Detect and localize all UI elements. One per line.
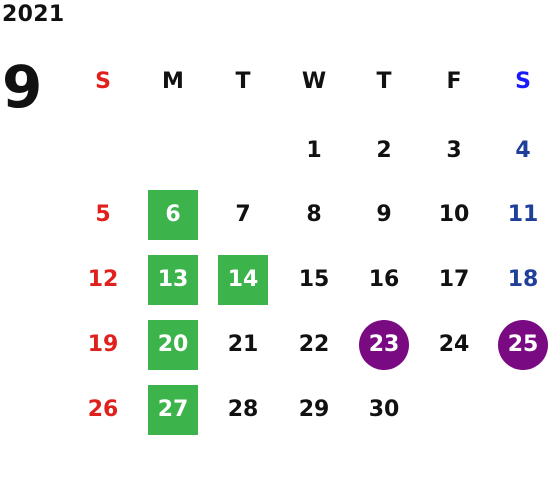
calendar-day[interactable]: 14 bbox=[218, 255, 268, 305]
calendar-day[interactable]: 25 bbox=[498, 320, 548, 370]
calendar-day[interactable]: 6 bbox=[148, 190, 198, 240]
weekday-label: T bbox=[235, 68, 251, 94]
calendar-day[interactable]: 3 bbox=[446, 138, 462, 163]
calendar-day[interactable]: 21 bbox=[227, 332, 259, 357]
calendar-day[interactable]: 4 bbox=[515, 138, 531, 163]
calendar-day[interactable]: 27 bbox=[148, 385, 198, 435]
calendar-day[interactable]: 26 bbox=[87, 397, 119, 422]
calendar-day[interactable]: 5 bbox=[95, 202, 111, 227]
calendar-day[interactable]: 23 bbox=[359, 320, 409, 370]
calendar-day[interactable]: 1 bbox=[306, 138, 322, 163]
calendar-day[interactable]: 20 bbox=[148, 320, 198, 370]
month-number: 9 bbox=[2, 53, 43, 121]
calendar-day[interactable]: 7 bbox=[235, 202, 251, 227]
calendar-day[interactable]: 17 bbox=[438, 267, 470, 292]
calendar-day[interactable]: 15 bbox=[298, 267, 330, 292]
weekday-label: S bbox=[515, 68, 531, 94]
weekday-label: S bbox=[95, 68, 111, 94]
calendar-day[interactable]: 30 bbox=[368, 397, 400, 422]
calendar-day[interactable]: 9 bbox=[376, 202, 392, 227]
calendar-day[interactable]: 10 bbox=[438, 202, 470, 227]
calendar-day[interactable]: 28 bbox=[227, 397, 259, 422]
weekday-label: M bbox=[162, 68, 184, 94]
calendar-day[interactable]: 12 bbox=[87, 267, 119, 292]
calendar-day[interactable]: 24 bbox=[438, 332, 470, 357]
calendar-day[interactable]: 16 bbox=[368, 267, 400, 292]
weekday-label: F bbox=[446, 68, 462, 94]
weekday-label: W bbox=[301, 68, 327, 94]
calendar-day[interactable]: 18 bbox=[507, 267, 539, 292]
calendar-day[interactable]: 19 bbox=[87, 332, 119, 357]
calendar-day[interactable]: 11 bbox=[507, 202, 539, 227]
calendar-day[interactable]: 13 bbox=[148, 255, 198, 305]
calendar-day[interactable]: 2 bbox=[376, 138, 392, 163]
calendar-day[interactable]: 8 bbox=[306, 202, 322, 227]
year-label: 2021 bbox=[2, 2, 65, 27]
calendar-day[interactable]: 29 bbox=[298, 397, 330, 422]
weekday-label: T bbox=[376, 68, 392, 94]
calendar-day[interactable]: 22 bbox=[298, 332, 330, 357]
